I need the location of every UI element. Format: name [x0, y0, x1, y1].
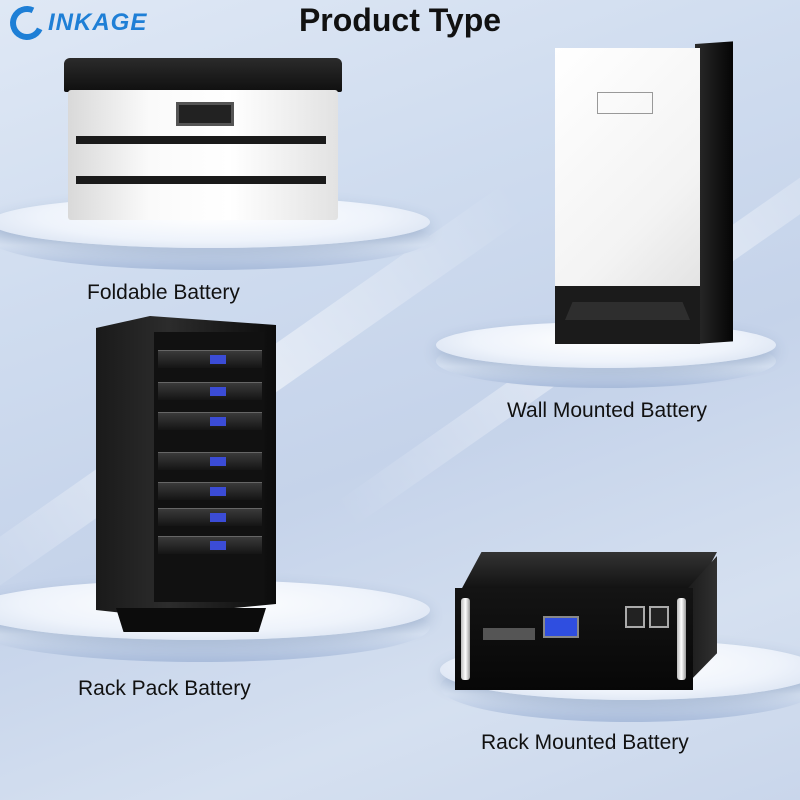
caption-wall-mounted-battery: Wall Mounted Battery — [507, 399, 707, 422]
wall-battery-side — [695, 41, 733, 345]
foldable-stripe — [76, 136, 326, 144]
rack-mounted-battery-image — [455, 552, 717, 690]
brand-logo[interactable]: INKAGE — [5, 1, 148, 45]
wall-battery-indicators — [597, 92, 653, 114]
rack-battery-handle-right — [677, 598, 686, 680]
caption-rack-mounted-battery: Rack Mounted Battery — [481, 731, 689, 754]
cabinet-module — [158, 382, 262, 400]
foldable-display — [176, 102, 234, 126]
page-title: Product Type — [298, 2, 502, 38]
foldable-body — [68, 90, 338, 220]
cabinet-module — [158, 508, 262, 526]
foldable-battery-image — [64, 58, 342, 220]
rack-pack-battery-image — [96, 316, 276, 632]
wall-battery-image — [555, 41, 733, 345]
cabinet-module — [158, 536, 262, 554]
rack-battery-display — [543, 616, 579, 638]
caption-rack-pack-battery: Rack Pack Battery — [78, 677, 251, 700]
caption-foldable-battery: Foldable Battery — [87, 281, 240, 304]
cabinet-module — [158, 482, 262, 500]
rack-battery-terminal — [625, 606, 645, 628]
rack-battery-handle-left — [461, 598, 470, 680]
foldable-stripe — [76, 176, 326, 184]
rack-battery-ports — [483, 628, 535, 640]
cabinet-module — [158, 452, 262, 470]
wall-battery-base-panel — [565, 302, 690, 320]
foldable-lid — [64, 58, 342, 92]
cabinet-module — [158, 350, 262, 368]
logo-text: INKAGE — [48, 9, 148, 36]
cabinet-base — [116, 608, 266, 632]
cabinet-module — [158, 412, 262, 430]
rack-battery-terminal — [649, 606, 669, 628]
rack-battery-top — [461, 552, 717, 590]
